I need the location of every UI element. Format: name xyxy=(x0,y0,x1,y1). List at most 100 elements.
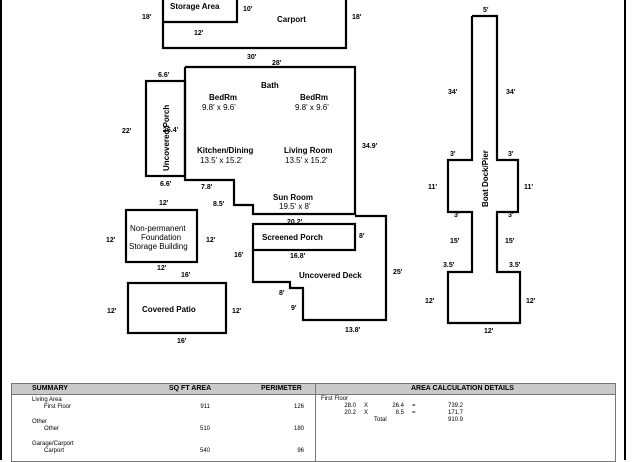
header-area-details: AREA CALCULATION DETAILS xyxy=(411,385,514,392)
calc-line1-eq: = xyxy=(412,403,416,409)
row-perimeter-carport: 96 xyxy=(297,448,304,454)
dock-dim-bottom: 12' xyxy=(484,328,494,335)
row-area-first-floor: 911 xyxy=(200,404,210,410)
row-item-other: Other xyxy=(44,426,60,432)
row-group-garage: Garage/Carport xyxy=(32,441,74,447)
bedroom-left-label: BedRm xyxy=(209,93,237,102)
dock-dim-3a-left: 3' xyxy=(450,151,456,158)
calc-line1-b: 26.4 xyxy=(392,403,404,409)
calc-total-label: Total xyxy=(374,417,387,423)
porch-dim-top: 6.6' xyxy=(158,72,170,79)
row-area-other: 510 xyxy=(199,426,210,432)
screened-porch-dim-bottom: 16.8' xyxy=(290,253,306,260)
deck-dim-bottom: 13.8' xyxy=(345,327,361,334)
screened-porch-dim-top: 20.2' xyxy=(287,219,303,226)
porch-dim-left: 22' xyxy=(122,128,132,135)
calc-line2-result: 171.7 xyxy=(447,410,463,416)
calc-line1-a: 28.0 xyxy=(344,403,356,409)
bath-label: Bath xyxy=(261,81,279,90)
house-dim-7-8: 7.8' xyxy=(201,184,213,191)
kitchen-label: Kitchen/Dining xyxy=(197,146,254,155)
carport-label: Carport xyxy=(277,15,306,24)
row-item-first-floor: First Floor xyxy=(44,404,71,410)
storage-building-dim-left: 12' xyxy=(106,237,116,244)
deck-dim-8: 8' xyxy=(279,290,285,297)
uncovered-porch-label: Uncovered Porch xyxy=(162,105,171,171)
calc-line2-op: X xyxy=(364,410,369,416)
screened-porch: Screened Porch 20.2' 8' 16.8' 16' xyxy=(234,219,365,260)
dock-dim-15-left: 15' xyxy=(450,238,460,245)
dock-dim-12-left: 12' xyxy=(425,298,435,305)
dock-dim-top: 5' xyxy=(483,7,489,14)
house-dim-right: 34.9' xyxy=(362,143,378,150)
header-perimeter: PERIMETER xyxy=(261,385,302,392)
storage-dim-right: 10' xyxy=(243,6,253,13)
covered-patio: Covered Patio 16' 12' 12' 16' xyxy=(107,272,242,345)
bedroom-left-size: 9.8' x 9.6' xyxy=(202,103,236,112)
dock-dim-3b-right: 3' xyxy=(508,212,514,219)
summary-header: SUMMARY SQ FT AREA PERIMETER AREA CALCUL… xyxy=(12,384,615,395)
patio-dim-bottom: 16' xyxy=(177,338,187,345)
deck-dim-9: 9' xyxy=(291,305,297,312)
porch-dim-bottom: 6.6' xyxy=(160,181,172,188)
storage-area-label: Storage Area xyxy=(170,2,220,11)
porch-dim-inner: 26.4' xyxy=(163,127,179,134)
storage-building-line3: Storage Building xyxy=(129,242,188,251)
summary-table: SUMMARY SQ FT AREA PERIMETER AREA CALCUL… xyxy=(11,383,616,462)
dock-dim-3-5-left: 3.5' xyxy=(443,262,455,269)
storage-dim-left: 18' xyxy=(142,14,152,21)
living-room-size: 13.5' x 15.2' xyxy=(285,156,328,165)
header-summary: SUMMARY xyxy=(32,385,68,392)
header-sq-ft: SQ FT AREA xyxy=(169,385,212,392)
row-group-living: Living Area xyxy=(32,397,62,403)
storage-building-dim-bottom: 12' xyxy=(157,265,167,272)
storage-area: Storage Area 18' 10' 12' xyxy=(142,0,253,37)
carport-dim-right: 18' xyxy=(352,14,362,21)
carport-dim-28: 28' xyxy=(272,60,282,67)
bedroom-right-size: 9.8' x 9.6' xyxy=(295,103,329,112)
bedroom-right-label: BedRm xyxy=(300,93,328,102)
kitchen-size: 13.5' x 15.2' xyxy=(200,156,243,165)
dock-dim-3b-left: 3' xyxy=(454,212,460,219)
calc-line1-result: 739.2 xyxy=(447,403,463,409)
storage-building-dim-right: 12' xyxy=(206,237,216,244)
sun-room-size: 19.5' x 8' xyxy=(279,202,311,211)
living-room-label: Living Room xyxy=(284,146,332,155)
storage-dim-bottom: 12' xyxy=(194,30,204,37)
calc-line2-eq: = xyxy=(412,410,416,416)
screened-porch-dim-left: 16' xyxy=(234,252,244,259)
dock-dim-12-right: 12' xyxy=(526,298,536,305)
dock-dim-3a-right: 3' xyxy=(508,151,514,158)
uncovered-porch: Uncovered Porch 6.6' 22' 26.4' 6.6' xyxy=(122,72,187,188)
uncovered-deck: Uncovered Deck 25' 8' 9' 13.8' xyxy=(251,214,403,334)
dock-dim-11-right: 11' xyxy=(524,184,533,191)
row-group-other: Other xyxy=(32,419,48,425)
patio-dim-left: 12' xyxy=(107,308,117,315)
storage-building-line2: Foundation xyxy=(141,233,181,242)
screened-porch-dim-right: 8' xyxy=(359,233,365,240)
floor-plan: Storage Area 18' 10' 12' Carport 18' 30'… xyxy=(106,0,536,345)
screened-porch-label: Screened Porch xyxy=(262,233,323,242)
sun-room-label: Sun Room xyxy=(273,193,313,202)
row-item-carport: Carport xyxy=(44,448,65,454)
storage-building-dim-top: 12' xyxy=(159,200,169,207)
boat-dock-label: Boat Dock/Pier xyxy=(481,150,490,207)
dock-dim-3-5-right: 3.5' xyxy=(509,262,521,269)
boat-dock: Boat Dock/Pier 5' 34' 34' 3' 3' 11' 11' … xyxy=(425,7,536,335)
left-border xyxy=(0,0,2,460)
calc-total-value: 910.9 xyxy=(447,417,463,423)
dock-dim-11-left: 11' xyxy=(428,184,437,191)
summary-divider xyxy=(315,384,316,461)
calc-line2-b: 8.5 xyxy=(395,410,404,416)
calc-title: First Floor xyxy=(321,396,348,402)
carport-dim-30: 30' xyxy=(247,54,257,61)
row-area-carport: 540 xyxy=(199,448,210,454)
row-perimeter-first-floor: 126 xyxy=(293,404,304,410)
storage-building: Non-permanent Foundation Storage Buildin… xyxy=(106,200,216,272)
row-perimeter-other: 180 xyxy=(293,426,304,432)
dock-dim-34-left: 34' xyxy=(448,89,458,96)
house-dim-8-5: 8.5' xyxy=(213,201,225,208)
right-border xyxy=(624,0,626,460)
house: Bath BedRm 9.8' x 9.6' BedRm 9.8' x 9.6'… xyxy=(183,65,378,216)
dock-dim-34-right: 34' xyxy=(506,89,516,96)
